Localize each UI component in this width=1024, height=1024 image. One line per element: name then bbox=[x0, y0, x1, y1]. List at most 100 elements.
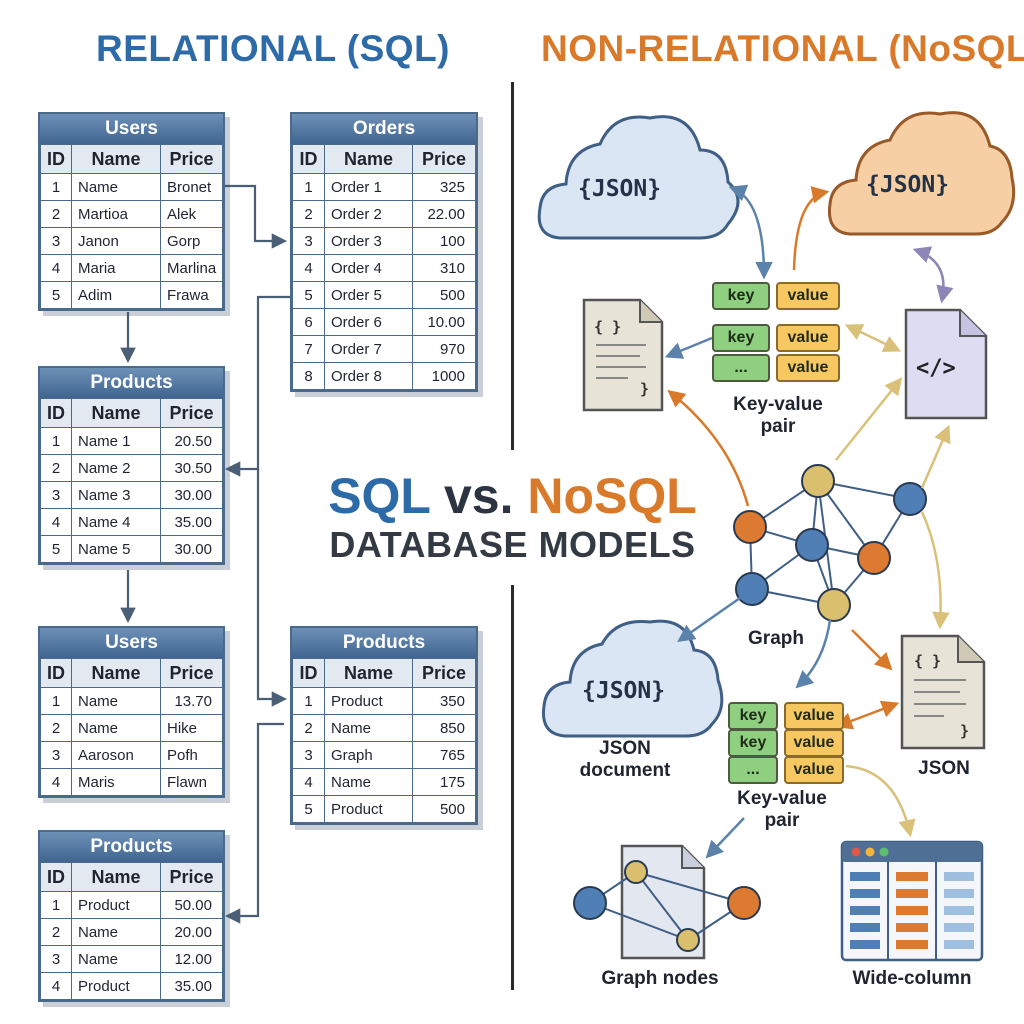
products-table-title: Products bbox=[40, 368, 223, 398]
table-cell: Name bbox=[71, 714, 161, 742]
table-cell: 8 bbox=[292, 362, 325, 390]
column-header: Price bbox=[160, 398, 223, 428]
table-cell: Alek bbox=[160, 200, 223, 228]
kv-caption-top: Key-value pair bbox=[718, 394, 838, 438]
table-cell: 3 bbox=[40, 741, 72, 769]
code-file-icon bbox=[904, 308, 988, 420]
table-cell: Pofh bbox=[160, 741, 223, 769]
table-cell: 1 bbox=[40, 891, 72, 919]
kv-value: value bbox=[784, 756, 844, 784]
orders-to-products-connector bbox=[224, 295, 290, 477]
kv-key: key bbox=[712, 324, 770, 352]
graph-node bbox=[817, 588, 851, 622]
column-header: Name bbox=[324, 658, 413, 688]
table-cell: 5 bbox=[292, 281, 325, 309]
table-cell: 310 bbox=[412, 254, 476, 282]
table-cell: 4 bbox=[40, 768, 72, 796]
table-cell: 4 bbox=[40, 508, 72, 536]
table-cell: 4 bbox=[40, 254, 72, 282]
center-subtitle: DATABASE MODELS bbox=[329, 524, 696, 565]
cloud-left-bottom bbox=[541, 619, 724, 738]
table-cell: Name bbox=[71, 945, 161, 973]
table-cell: 765 bbox=[412, 741, 476, 769]
document-open-brace: { } bbox=[594, 318, 622, 336]
document-icon-right bbox=[900, 634, 986, 750]
table-cell: 5 bbox=[40, 535, 72, 563]
table-cell: Maria bbox=[71, 254, 161, 282]
table-cell: 12.00 bbox=[160, 945, 223, 973]
table-cell: 22.00 bbox=[412, 200, 476, 228]
table-cell: 4 bbox=[292, 768, 325, 796]
graph-node bbox=[733, 510, 767, 544]
table-cell: 3 bbox=[40, 945, 72, 973]
graph-nodes bbox=[733, 464, 927, 622]
kv-pair-bottom-1: key value bbox=[728, 702, 844, 730]
sql-connectors bbox=[120, 184, 290, 924]
relational-heading: RELATIONAL (SQL) bbox=[96, 28, 450, 69]
table-cell: 500 bbox=[412, 281, 476, 309]
table-cell: 500 bbox=[412, 795, 476, 823]
table-cell: Product bbox=[324, 795, 413, 823]
kv-value: value bbox=[776, 324, 840, 352]
center-title-main: SQL vs. NoSQL bbox=[320, 468, 705, 524]
table-cell: 2 bbox=[40, 918, 72, 946]
kv-caption-top-line2: pair bbox=[760, 416, 796, 437]
graph-node bbox=[801, 464, 835, 498]
cloud-right-top bbox=[827, 111, 1016, 236]
table-cell: 2 bbox=[40, 200, 72, 228]
graph-node bbox=[795, 528, 829, 562]
wide-column-icon bbox=[840, 840, 984, 962]
table-cell: Name 4 bbox=[71, 508, 161, 536]
products2-to-products3-connector bbox=[224, 722, 284, 924]
table-cell: Name bbox=[71, 687, 161, 715]
graph-edges bbox=[749, 480, 911, 606]
table-cell: Order 8 bbox=[324, 362, 413, 390]
table-cell: Name 3 bbox=[71, 481, 161, 509]
column-header: ID bbox=[292, 658, 325, 688]
table-cell: 2 bbox=[292, 714, 325, 742]
kv-key: key bbox=[712, 282, 770, 310]
kv-value: value bbox=[784, 702, 844, 730]
kv-key: ... bbox=[728, 756, 778, 784]
graph-label: Graph bbox=[748, 628, 804, 649]
column-header: ID bbox=[292, 144, 325, 174]
table-cell: 970 bbox=[412, 335, 476, 363]
table-cell: 325 bbox=[412, 173, 476, 201]
table-cell: Hike bbox=[160, 714, 223, 742]
document-icon-left bbox=[582, 298, 664, 412]
kv-pair-top-2: key value bbox=[712, 324, 840, 352]
kv-key: key bbox=[728, 729, 778, 757]
table-cell: 50.00 bbox=[160, 891, 223, 919]
kv-value: value bbox=[784, 729, 844, 757]
non-relational-heading: NON-RELATIONAL (NoSQL) bbox=[541, 28, 1024, 69]
center-title: SQL vs. NoSQL DATABASE MODELS bbox=[320, 468, 705, 566]
table-cell: 35.00 bbox=[160, 972, 223, 1000]
table-cell: Janon bbox=[71, 227, 161, 255]
divider-top bbox=[511, 82, 514, 450]
json-label: JSON bbox=[918, 758, 970, 779]
column-header: ID bbox=[40, 862, 72, 892]
